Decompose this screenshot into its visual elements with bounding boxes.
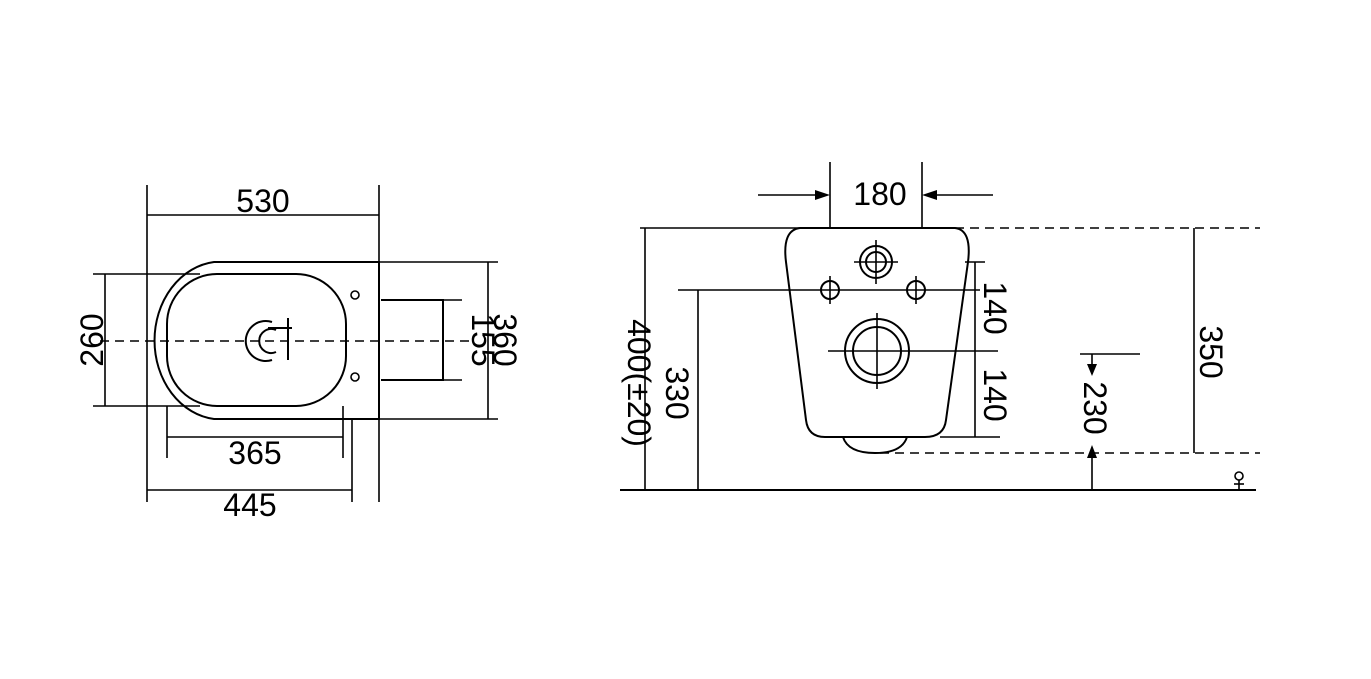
dim-label-400: 400(±20) <box>621 319 657 447</box>
fixing-plate <box>381 299 444 381</box>
dim-label-260: 260 <box>74 313 110 366</box>
bowl-body-outline <box>784 227 970 438</box>
arrow-230-top-head <box>1087 364 1097 376</box>
outlet-bulge <box>842 436 908 455</box>
dim-label-360: 360 <box>487 313 523 366</box>
hinge-hole-top <box>350 290 360 300</box>
dim-label-140-upper: 140 <box>977 281 1013 334</box>
front-view: 180 140 140 400(±20) <box>620 162 1260 491</box>
hinge-hole-bottom <box>350 372 360 382</box>
dim-label-180: 180 <box>853 176 906 212</box>
floor-level-icon <box>1234 471 1244 490</box>
outlet-arc-inner <box>258 328 277 354</box>
outlet-arc-outer <box>244 320 273 362</box>
dim-label-155: 155 <box>465 313 501 366</box>
arrow-230-bottom-head <box>1087 445 1097 458</box>
dim-label-230: 230 <box>1077 381 1113 434</box>
dim-label-330: 330 <box>659 366 695 419</box>
dim-label-350: 350 <box>1193 325 1229 378</box>
top-view: 530 260 155 360 365 <box>74 183 523 523</box>
dim-label-365: 365 <box>228 435 281 471</box>
dim-label-530: 530 <box>236 183 289 219</box>
dim-label-445: 445 <box>223 487 276 523</box>
arrow-180-right-head <box>922 190 937 200</box>
dim-label-140-lower: 140 <box>977 368 1013 421</box>
arrow-180-left-head <box>815 190 830 200</box>
seat-inner-outline <box>166 273 347 407</box>
